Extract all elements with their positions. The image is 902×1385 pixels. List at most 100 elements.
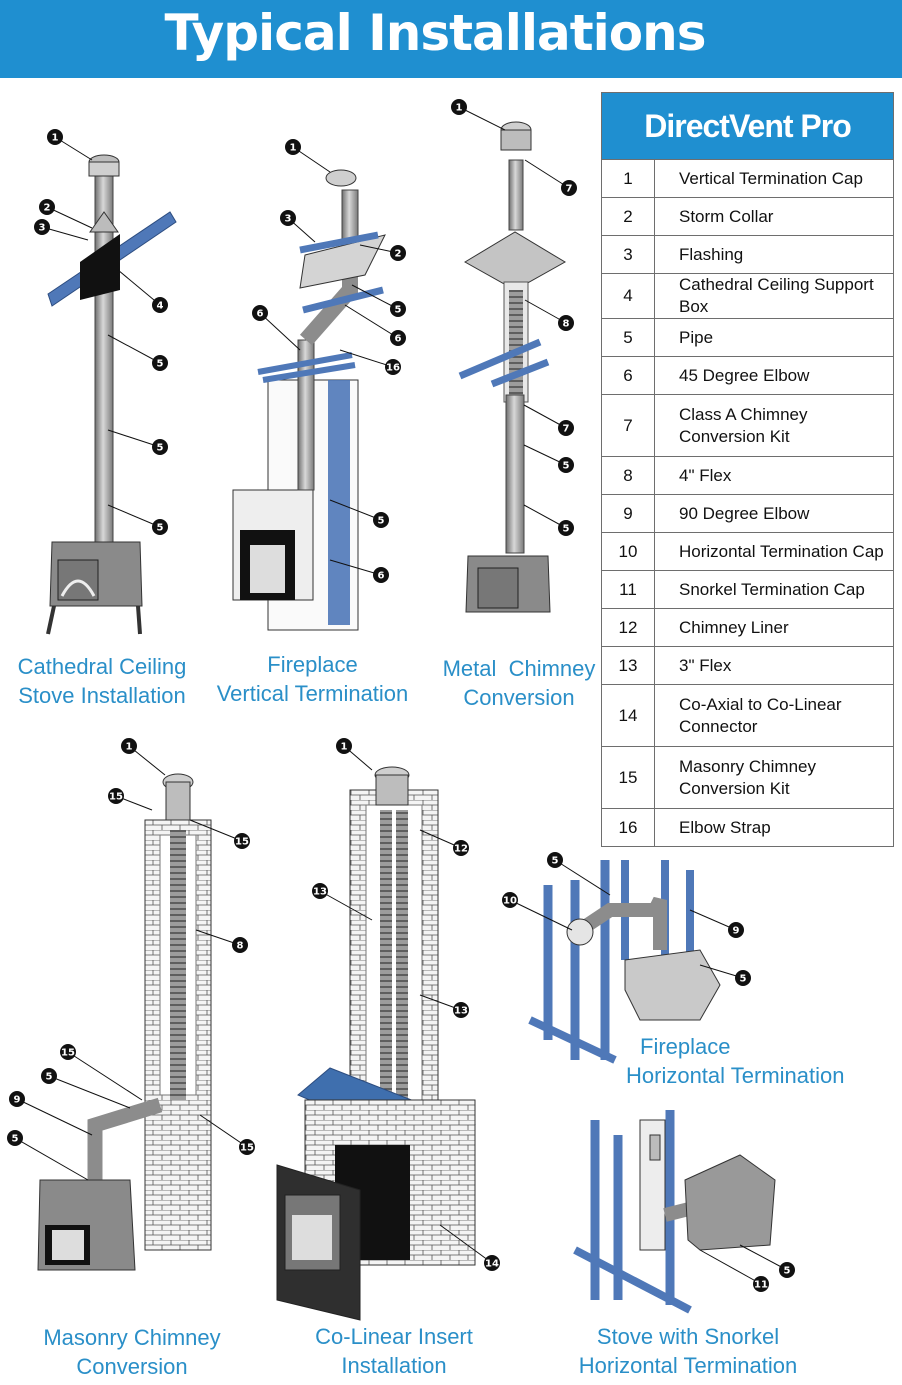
callout-dot <box>41 1068 57 1084</box>
callout-dot <box>152 519 168 535</box>
legend-number: 14 <box>602 684 655 747</box>
callout-leader-line <box>339 349 394 368</box>
callout-number: 4 <box>157 301 164 312</box>
callout-8: 8 <box>195 929 248 953</box>
callout-leader-line <box>329 499 382 521</box>
legend-number: 3 <box>602 235 655 274</box>
callout-dot <box>152 439 168 455</box>
fireplace-vertical-illustration <box>232 169 386 631</box>
caption-cathedral-ceiling: Cathedral Ceiling Stove Installation <box>14 652 190 710</box>
legend-number: 7 <box>602 394 655 457</box>
callout-number: 10 <box>503 896 517 907</box>
callout-number: 2 <box>44 203 51 214</box>
callout-number: 1 <box>52 133 59 144</box>
callout-5: 5 <box>739 1244 795 1278</box>
callout-leader-line <box>554 859 611 896</box>
callout-dot <box>47 129 63 145</box>
callout-dot <box>108 788 124 804</box>
callout-leader-line <box>48 1075 131 1109</box>
callout-number: 13 <box>454 1006 468 1017</box>
legend-label: Class A Chimney Conversion Kit <box>654 394 893 457</box>
caption-metal-chimney: Metal Chimney Conversion <box>438 654 600 712</box>
legend-number: 5 <box>602 318 655 357</box>
callout-dot <box>558 520 574 536</box>
callout-5: 5 <box>351 284 406 317</box>
callout-leader-line <box>458 106 506 131</box>
callout-16: 16 <box>339 349 401 375</box>
callout-5: 5 <box>523 504 574 536</box>
callout-9: 9 <box>689 909 744 938</box>
legend-number: 2 <box>602 197 655 236</box>
callout-number: 9 <box>733 926 740 937</box>
legend-label: Cathedral Ceiling Support Box <box>654 273 893 319</box>
callout-leader-line <box>107 429 161 448</box>
callout-10: 10 <box>502 892 573 931</box>
caption-line: Horizontal Termination <box>626 1063 845 1088</box>
callout-dot <box>39 199 55 215</box>
callout-dot <box>484 1255 500 1271</box>
callout-number: 5 <box>378 516 385 527</box>
callout-number: 5 <box>157 443 164 454</box>
callout-dot <box>373 512 389 528</box>
callout-number: 1 <box>341 742 348 753</box>
callout-number: 11 <box>754 1280 768 1291</box>
callout-5: 5 <box>547 852 611 896</box>
callout-dot <box>558 420 574 436</box>
callout-dot <box>385 359 401 375</box>
caption-line: Horizontal Termination <box>578 1353 798 1378</box>
legend-number: 4 <box>602 273 655 319</box>
callout-5: 5 <box>699 964 751 986</box>
callout-dot <box>753 1276 769 1292</box>
callout-leader-line <box>189 819 243 842</box>
caption-snorkel: Stove with Snorkel Horizontal Terminatio… <box>568 1322 808 1380</box>
legend-label: 45 Degree Elbow <box>654 356 893 395</box>
callout-leader-line <box>524 159 570 189</box>
legend-label: 4" Flex <box>654 456 893 495</box>
callout-number: 12 <box>454 844 468 855</box>
callout-1: 1 <box>121 738 166 776</box>
callout-3: 3 <box>34 219 89 241</box>
callout-leader-line <box>344 304 399 339</box>
callout-number: 15 <box>109 792 123 803</box>
caption-line: Cathedral Ceiling <box>17 654 187 679</box>
callout-6: 6 <box>344 304 406 346</box>
callout-15: 15 <box>189 819 250 849</box>
callout-15: 15 <box>60 1044 143 1101</box>
fireplace-horizontal-illustration <box>528 860 721 1064</box>
callout-dot <box>252 305 268 321</box>
callout-number: 5 <box>740 974 747 985</box>
caption-line: Fireplace <box>640 1034 731 1059</box>
caption-line: Stove Installation <box>18 683 186 708</box>
caption-line: Co-Linear Insert <box>315 1324 473 1349</box>
callout-7: 7 <box>524 159 577 196</box>
callout-5: 5 <box>329 499 389 528</box>
caption-masonry-chimney: Masonry Chimney Conversion <box>38 1323 226 1381</box>
callout-dot <box>547 852 563 868</box>
header-banner: Typical Installations <box>0 0 902 78</box>
callout-leader-line <box>117 269 161 306</box>
callout-leader-line <box>739 1244 788 1271</box>
legend-number: 8 <box>602 456 655 495</box>
callout-leader-line <box>67 1051 143 1101</box>
caption-line: Conversion <box>76 1354 188 1379</box>
callout-number: 15 <box>61 1048 75 1059</box>
legend-label: Storm Collar <box>654 197 893 236</box>
legend-label: Flashing <box>654 235 893 274</box>
callout-number: 15 <box>240 1143 254 1154</box>
callout-13: 13 <box>419 994 469 1018</box>
callout-dot <box>390 330 406 346</box>
legend-label: 3" Flex <box>654 646 893 685</box>
callout-number: 5 <box>12 1134 19 1145</box>
callout-leader-line <box>319 890 373 921</box>
callout-number: 14 <box>485 1259 499 1270</box>
callout-number: 9 <box>14 1095 21 1106</box>
callout-number: 5 <box>157 523 164 534</box>
